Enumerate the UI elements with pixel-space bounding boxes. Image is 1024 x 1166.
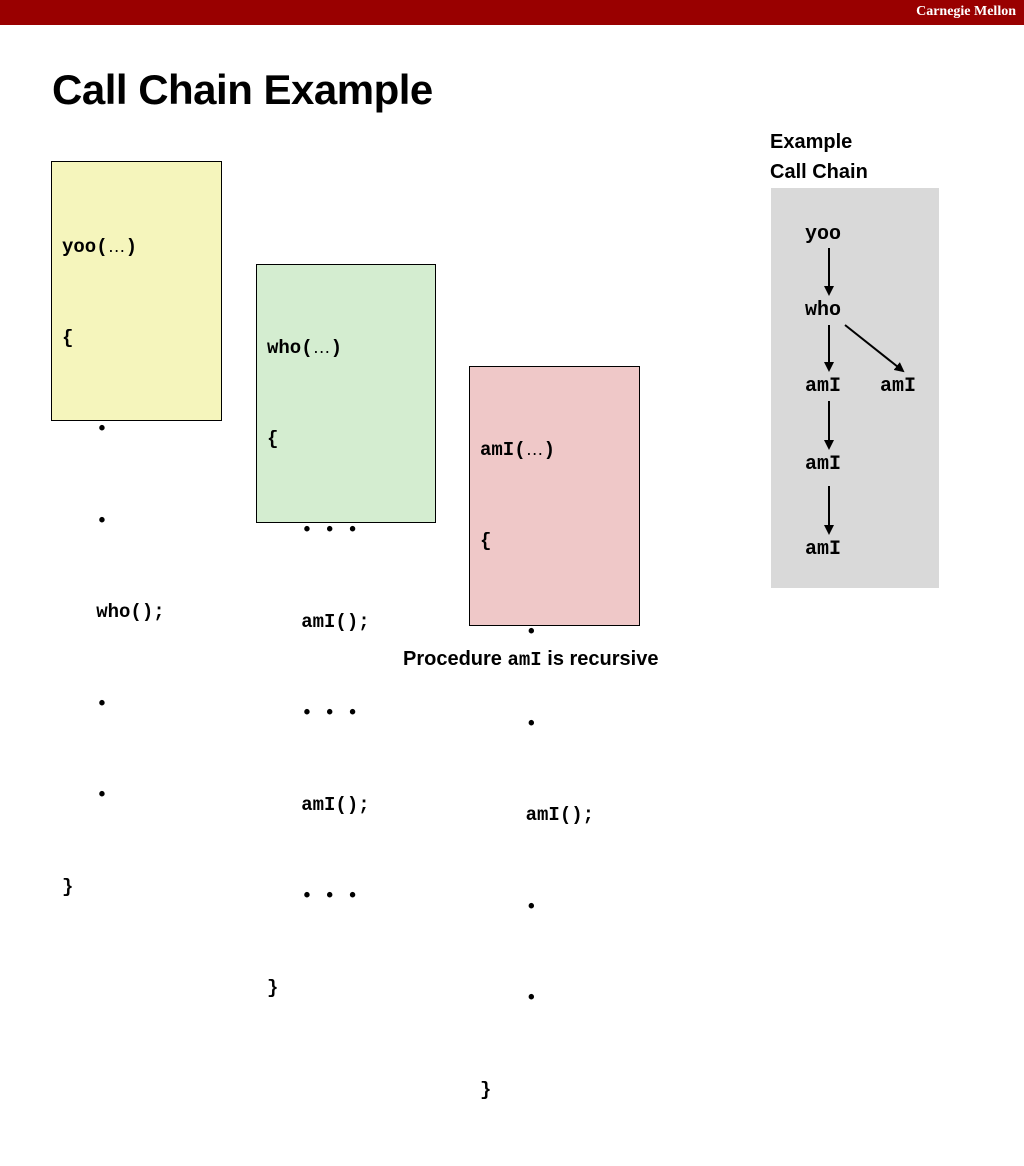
caption-prefix: Procedure: [403, 648, 508, 670]
ami-code-box: amI(…) { • • amI(); • • }: [469, 366, 640, 1101]
call-chain-panel: [771, 188, 939, 588]
ellipsis-glyph: …: [312, 337, 331, 357]
code-line: • • •: [267, 885, 359, 907]
code-line: •: [480, 895, 538, 918]
call-chain-heading-line2: Call Chain: [770, 161, 868, 183]
chain-node-yoo: yoo: [805, 223, 842, 246]
ellipsis-glyph: …: [107, 236, 126, 256]
code-line: •: [62, 509, 108, 532]
code-line: }: [480, 1078, 492, 1101]
who-code-box: who(…) { • • • amI(); • • • amI(); • • •…: [256, 264, 436, 999]
yoo-code: yoo(…) { • • who(); • • }: [62, 170, 165, 963]
chain-node-ami-2: amI: [805, 453, 842, 476]
code-line: amI();: [267, 610, 370, 633]
who-code: who(…) { • • • amI(); • • • amI(); • • •…: [267, 271, 370, 1064]
ellipsis-glyph: …: [525, 439, 544, 459]
slide-title: Call Chain Example: [52, 66, 433, 113]
code-line: who();: [62, 601, 165, 623]
code-line: yoo(…): [62, 236, 138, 258]
code-line: •: [480, 621, 538, 643]
code-line: • • •: [267, 702, 359, 724]
caption-suffix: is recursive: [541, 648, 659, 670]
code-line: •: [480, 987, 538, 1009]
yoo-code-box: yoo(…) { • • who(); • • }: [51, 161, 222, 898]
code-line: {: [480, 529, 492, 552]
code-line: •: [62, 418, 108, 440]
code-line: {: [267, 427, 279, 450]
chain-node-ami-3: amI: [805, 538, 842, 561]
call-chain-arrows: [824, 248, 905, 535]
code-line: amI();: [480, 804, 595, 826]
brand-label: Carnegie Mellon: [916, 4, 1016, 19]
arrow-who-ami-right: [844, 324, 905, 373]
chain-node-ami-1: amI: [805, 375, 842, 398]
code-line: •: [480, 712, 538, 735]
ami-code: amI(…) { • • amI(); • • }: [480, 373, 594, 1166]
code-line: •: [62, 692, 108, 715]
call-chain-heading: Example Call Chain: [770, 127, 868, 187]
top-bar: Carnegie Mellon: [0, 0, 1024, 25]
code-line: who(…): [267, 337, 343, 359]
code-line: }: [267, 976, 279, 999]
caption-code: amI: [507, 649, 542, 671]
code-line: amI(…): [480, 439, 556, 461]
chain-node-ami-branch: amI: [880, 375, 917, 398]
chain-node-who: who: [805, 299, 842, 322]
code-line: •: [62, 784, 108, 806]
code-line: • • •: [267, 519, 359, 541]
code-line: amI();: [267, 793, 370, 816]
code-line: {: [62, 326, 74, 349]
code-line: }: [62, 875, 74, 898]
caption: Procedure amI is recursive: [403, 648, 658, 671]
call-chain-heading-line1: Example: [770, 131, 853, 153]
